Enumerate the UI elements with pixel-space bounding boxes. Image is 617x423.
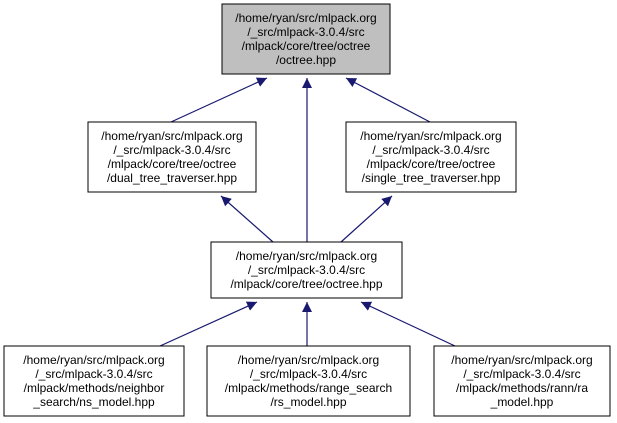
node-label-line: /home/ryan/src/mlpack.org	[235, 11, 376, 25]
node-label-line: /home/ryan/src/mlpack.org	[101, 129, 242, 143]
node-label-line: /home/ryan/src/mlpack.org	[238, 353, 379, 367]
node-label-line: /mlpack/methods/neighbor	[24, 381, 165, 395]
edge-ns-model-to-octree-hpp-mid	[159, 301, 258, 347]
node-label-line: /dual_tree_traverser.hpp	[107, 171, 237, 185]
node-label-line: /rs_model.hpp	[270, 395, 346, 409]
node-label-line: /_src/mlpack-3.0.4/src	[35, 367, 152, 381]
node-label-line: /mlpack/core/tree/octree	[108, 157, 237, 171]
node-rs-model[interactable]: /home/ryan/src/mlpack.org/_src/mlpack-3.…	[206, 345, 411, 417]
node-box	[221, 3, 391, 75]
node-label-line: /single_tree_traverser.hpp	[362, 171, 501, 185]
node-label-line: /_src/mlpack-3.0.4/src	[250, 367, 367, 381]
node-box	[345, 121, 517, 193]
node-label-line: /mlpack/core/tree/octree	[242, 39, 371, 53]
node-box	[206, 345, 411, 417]
node-dual-tree-traverser[interactable]: /home/ryan/src/mlpack.org/_src/mlpack-3.…	[87, 121, 257, 193]
node-label-line: _search/ns_model.hpp	[32, 395, 155, 409]
node-label-line: /mlpack/core/tree/octree.hpp	[230, 277, 382, 291]
nodes-layer: /home/ryan/src/mlpack.org/_src/mlpack-3.…	[3, 3, 611, 417]
edge-dual-tree-traverser-to-octree-hpp-top	[170, 77, 268, 123]
node-octree-hpp[interactable]: /home/ryan/src/mlpack.org/_src/mlpack-3.…	[210, 241, 403, 299]
edge-octree-hpp-mid-to-dual-tree-traverser	[220, 195, 274, 243]
node-label-line: /_src/mlpack-3.0.4/src	[113, 143, 230, 157]
node-label-line: /home/ryan/src/mlpack.org	[360, 129, 501, 143]
node-label-line: /_src/mlpack-3.0.4/src	[248, 263, 365, 277]
node-label-line: /home/ryan/src/mlpack.org	[451, 353, 592, 367]
node-box	[3, 345, 185, 417]
node-label-line: /mlpack/methods/range_search	[225, 381, 392, 395]
node-label-line: /_src/mlpack-3.0.4/src	[372, 143, 489, 157]
node-label-line: /_src/mlpack-3.0.4/src	[247, 25, 364, 39]
node-octree-hpp-focus[interactable]: /home/ryan/src/mlpack.org/_src/mlpack-3.…	[221, 3, 391, 75]
node-label-line: /home/ryan/src/mlpack.org	[236, 249, 377, 263]
node-ns-model[interactable]: /home/ryan/src/mlpack.org/_src/mlpack-3.…	[3, 345, 185, 417]
node-ra-model[interactable]: /home/ryan/src/mlpack.org/_src/mlpack-3.…	[433, 345, 611, 417]
node-label-line: _model.hpp	[490, 395, 554, 409]
node-label-line: /mlpack/methods/rann/ra	[456, 381, 588, 395]
node-label-line: /_src/mlpack-3.0.4/src	[463, 367, 580, 381]
node-label-line: /home/ryan/src/mlpack.org	[23, 353, 164, 367]
edges-layer	[159, 77, 456, 347]
edge-ra-model-to-octree-hpp-mid	[360, 301, 456, 347]
node-box	[433, 345, 611, 417]
node-box	[87, 121, 257, 193]
node-label-line: /octree.hpp	[276, 53, 336, 67]
node-label-line: /mlpack/core/tree/octree	[367, 157, 496, 171]
node-single-tree-traverser[interactable]: /home/ryan/src/mlpack.org/_src/mlpack-3.…	[345, 121, 517, 193]
edge-octree-hpp-mid-to-single-tree-traverser	[340, 195, 393, 243]
edge-single-tree-traverser-to-octree-hpp-top	[345, 77, 431, 123]
node-box	[210, 241, 403, 299]
